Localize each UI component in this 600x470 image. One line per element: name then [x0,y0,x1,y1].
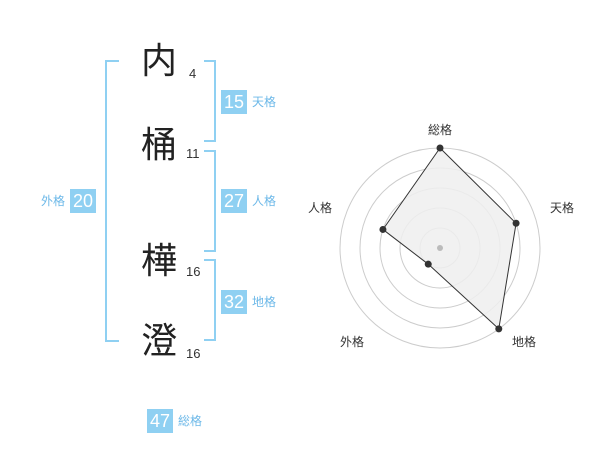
sou-kaku: 47 総格 [147,409,202,433]
radar-point [424,260,432,268]
chi-kaku-label: 地格 [252,295,277,309]
ten-bracket [204,60,216,142]
radar-point [379,225,387,233]
gai-kaku-value: 20 [70,189,97,213]
chi-bracket [204,259,216,341]
stroke-count-2: 11 [186,146,200,161]
gai-kaku: 外格 20 [41,189,97,213]
outer-bracket [105,60,119,342]
fortune-radar-chart: 総格 天格 地格 外格 人格 [308,122,574,349]
ten-kaku-value: 15 [221,90,247,114]
radar-center-dot [437,245,443,251]
radar-point [436,144,444,152]
ten-kaku: 15 天格 [221,90,276,114]
radar-shape [382,147,517,330]
name-char-4: 澄 [141,321,178,362]
sou-kaku-value: 47 [147,409,173,433]
name-char-2: 桶 [141,125,178,166]
radar-axis-label-gai: 外格 [340,334,364,349]
radar-dots [379,144,520,333]
jin-bracket [204,150,216,252]
radar-axis-label-chi: 地格 [512,334,536,349]
gai-kaku-label: 外格 [41,194,66,208]
stroke-count-4: 16 [186,346,201,361]
ten-kaku-label: 天格 [252,95,277,109]
jin-kaku-value: 27 [221,189,247,213]
radar-point [495,325,503,333]
name-char-1: 内 [141,41,178,82]
name-char-3: 樺 [141,241,178,282]
stroke-count-3: 16 [186,264,201,279]
radar-axis-label-sou: 総格 [428,122,452,137]
stroke-count-1: 4 [189,66,197,81]
radar-point [512,219,520,227]
radar-axis-label-jin: 人格 [308,200,332,215]
jin-kaku-label: 人格 [252,194,277,208]
sou-kaku-label: 総格 [178,414,203,428]
jin-kaku: 27 人格 [221,189,276,213]
chi-kaku: 32 地格 [221,290,276,314]
radar-axis-label-ten: 天格 [550,200,574,215]
chi-kaku-value: 32 [221,290,247,314]
